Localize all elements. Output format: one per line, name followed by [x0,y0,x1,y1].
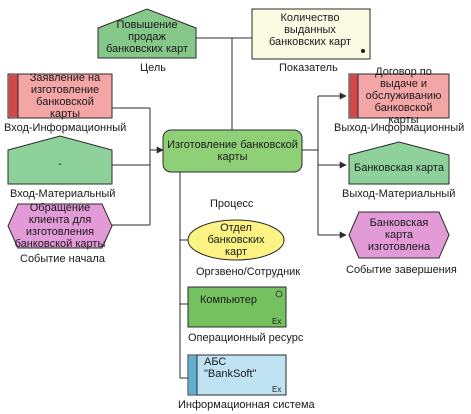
input-info-shape[interactable] [7,73,113,119]
goal-caption: Цель [140,62,167,74]
start-event-shape[interactable] [7,203,113,249]
process-shape[interactable] [162,129,303,173]
goal-label: Повышение продаж банковских карт [105,19,189,55]
output-info-stripe [350,75,358,117]
end-event-caption: Событие завершения [346,264,457,276]
indicator-shape[interactable] [251,8,371,60]
end-event-shape[interactable] [348,211,450,259]
info-system-badge: Ex [272,385,282,394]
info-system-stripe [189,356,197,394]
resource-label: Компьютер [200,294,257,306]
start-event-caption: Событие начала [20,253,105,265]
input-material-caption: Вход-Материальный [10,188,116,200]
output-info-label: Договор по выдаче и обслуживанию банковс… [365,66,442,126]
indicator-label: Количество выданных банковских карт [268,12,352,48]
org-unit-shape[interactable] [187,219,285,261]
org-unit-caption: Оргзвено/Сотрудник [196,266,301,278]
input-material-shape[interactable] [7,135,113,185]
input-info-caption: Вход-Информационный [4,122,127,134]
process-caption: Процесс [210,198,254,210]
output-material-caption: Выход-Материальный [342,188,456,200]
input-material-label: - [58,158,62,170]
output-info-shape[interactable] [348,73,450,119]
info-system-caption: Информационная система [178,399,315,411]
indicator-caption: Показатель [279,62,338,74]
info-system-label: АБС "BankSoft" [204,356,257,380]
resource-marker-icon [275,290,283,298]
input-info-stripe [9,75,18,117]
process-label: Изготовление банковской карты [167,139,298,163]
resource-shape[interactable] [187,286,287,328]
resource-badge: Ex [272,317,282,326]
info-system-shape[interactable] [187,354,287,396]
input-info-label: Заявление на изготовление банковской кар… [29,72,101,120]
end-event-label: Банковская карта изготовлена [367,217,431,253]
indicator-marker-icon [361,49,365,53]
goal-shape[interactable] [97,8,197,59]
org-unit-label: Отдел банковских карт [207,222,265,258]
output-info-caption: Выход-Информационный [334,122,465,134]
start-event-label: Обращение клиента для изготовления банко… [14,202,106,250]
resource-caption: Операционный ресурс [188,332,304,344]
connectors [112,37,347,379]
output-material-shape[interactable] [348,141,450,185]
output-material-label: Банковская карта [354,162,444,174]
